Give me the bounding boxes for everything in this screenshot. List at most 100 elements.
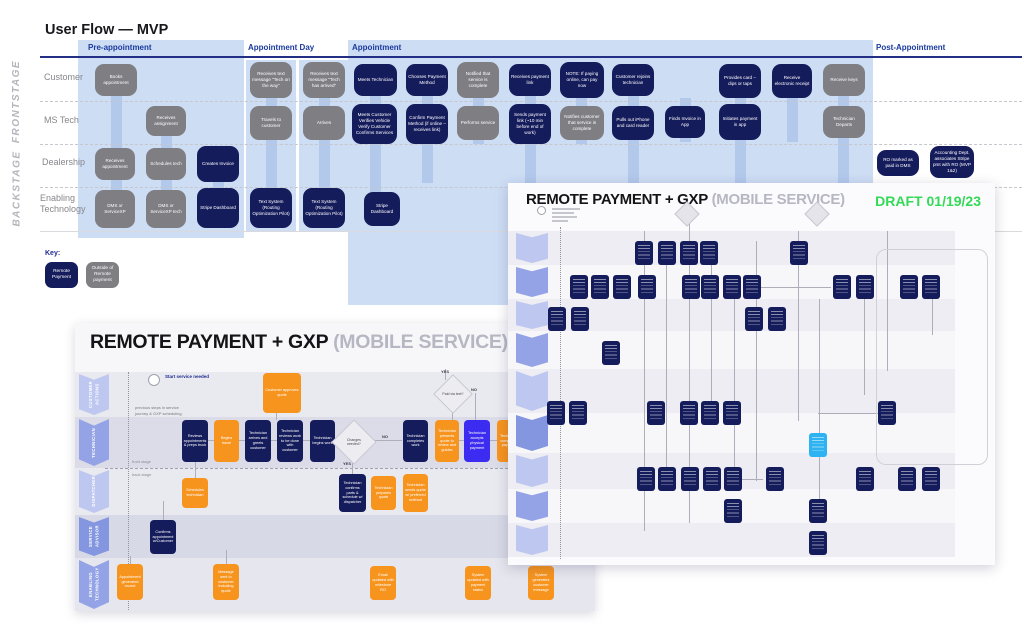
- lane-chevron: [516, 525, 548, 555]
- mini-flow-box: [613, 275, 631, 299]
- flow-box: Performs service: [457, 106, 499, 140]
- flow-box: Pulls out iPhone and card reader: [612, 106, 654, 140]
- mini-flow-box: [703, 467, 721, 491]
- lane-chevron: [516, 371, 548, 411]
- flow-box: Technician prepares quote: [371, 476, 396, 510]
- mini-flow-box: [809, 531, 827, 555]
- mini-flow-box: [898, 467, 916, 491]
- mini-flow-box: [745, 307, 763, 331]
- mini-flow-box: [856, 467, 874, 491]
- connector-line: [689, 223, 690, 523]
- mini-flow-box: [768, 307, 786, 331]
- mini-flow-box: [922, 275, 940, 299]
- separator-line: [40, 56, 1022, 58]
- mini-flow-box: [569, 401, 587, 425]
- flow-box: Technician reviews work to be done with …: [277, 420, 303, 462]
- mini-flow-box: [635, 241, 653, 265]
- connector-line: [711, 241, 712, 411]
- lane-chevron: SERVICE ADVISOR: [79, 517, 109, 556]
- mini-flow-box: [658, 241, 676, 265]
- connector-line: [818, 413, 878, 414]
- mini-flow-box: [647, 401, 665, 425]
- connector-line: [445, 369, 446, 380]
- flow-box: Begins travel: [214, 420, 239, 462]
- flow-box: Chooses Payment Method: [406, 64, 448, 96]
- flow-box: Technician confirms parts & schedule w/ …: [339, 474, 366, 512]
- mini-flow-box: [701, 401, 719, 425]
- lane-chevron: TECHNICIAN: [79, 419, 109, 466]
- mini-flow-box: [602, 341, 620, 365]
- flow-box: Provides card – dips or taps: [719, 64, 761, 98]
- mini-flow-box: [682, 275, 700, 299]
- mini-flow-box: [723, 401, 741, 425]
- flow-box: Technician sends quote w/ preferred meth…: [403, 474, 428, 512]
- flow-box: Receive keys: [823, 64, 865, 96]
- flow-box: Books appointment: [95, 64, 137, 96]
- flow-box: Technician accepts physical payment: [464, 420, 490, 462]
- mini-flow-box: [856, 275, 874, 299]
- flow-box: Notifies customer that service is comple…: [560, 106, 604, 140]
- phase-label: Post-Appointment: [876, 43, 946, 52]
- mini-flow-box: [723, 275, 741, 299]
- connector-line: [163, 501, 164, 520]
- connector-line: [226, 550, 227, 564]
- mini-flow-box: [724, 467, 742, 491]
- connector-line: [644, 231, 645, 531]
- rp-notes: [508, 183, 995, 565]
- flow-box: Appointment generated record: [117, 564, 143, 600]
- mini-flow-box: [571, 307, 589, 331]
- right-panel-title-main: REMOTE PAYMENT + GXP: [526, 191, 712, 208]
- mini-flow-box: [809, 433, 827, 457]
- mini-flow-box: [591, 275, 609, 299]
- key-box: Outside of Remote payment: [86, 262, 119, 288]
- connector-line: [560, 227, 561, 559]
- phase-label: Appointment: [352, 43, 402, 52]
- flow-box: Technician Departs: [823, 106, 865, 138]
- lane-chevron: [516, 491, 548, 521]
- mini-flow-box: [878, 401, 896, 425]
- left-panel-title-main: REMOTE PAYMENT + GXP: [90, 331, 334, 353]
- flow-box: Confirms appointment w/Customer: [150, 520, 176, 554]
- connector-line: [876, 249, 988, 465]
- rp-chevs: [508, 183, 995, 565]
- annotation: YES: [441, 369, 450, 374]
- separator-line: [40, 101, 1022, 102]
- decision-diamond: [804, 201, 830, 227]
- flow-box: Confirm Payment Method (if online – rece…: [406, 104, 448, 144]
- row-label: MS Tech: [44, 115, 79, 125]
- annotation: [537, 206, 546, 215]
- mini-flow-box: [548, 307, 566, 331]
- connector-line: [128, 372, 129, 610]
- lp-notes: Start service needed previous steps in se…: [75, 323, 595, 611]
- flow-box: Receives assignment: [146, 106, 186, 136]
- rp-boxes: [508, 183, 995, 565]
- connector-line: [195, 462, 196, 478]
- connector-line: [352, 456, 353, 474]
- lane-chevron: [516, 333, 548, 367]
- connector-line: [666, 241, 667, 471]
- mini-flow-box: [833, 275, 851, 299]
- connector-line: [459, 440, 464, 441]
- mini-flow-box: [809, 499, 827, 523]
- flow-box: Receives text message "Tech has arrived": [303, 62, 345, 98]
- connector-line: [864, 275, 865, 395]
- annotation: Start service needed: [165, 374, 210, 379]
- page-title: User Flow — MVP: [45, 21, 169, 38]
- connector-line: [733, 479, 763, 480]
- connector-line: [552, 212, 574, 214]
- mini-flow-box: [700, 241, 718, 265]
- annotation: [148, 374, 160, 386]
- flow-box: RO marked as paid in DMS: [877, 150, 919, 176]
- phase-label: Pre-appointment: [88, 43, 152, 52]
- connector-line: [105, 468, 593, 469]
- decision-diamond: Paid via text?: [433, 374, 473, 414]
- annotation: previous steps in service journey & GXP …: [135, 405, 182, 416]
- connector-line: [271, 440, 277, 441]
- connector-line: [798, 231, 799, 421]
- connector-line: [552, 216, 577, 218]
